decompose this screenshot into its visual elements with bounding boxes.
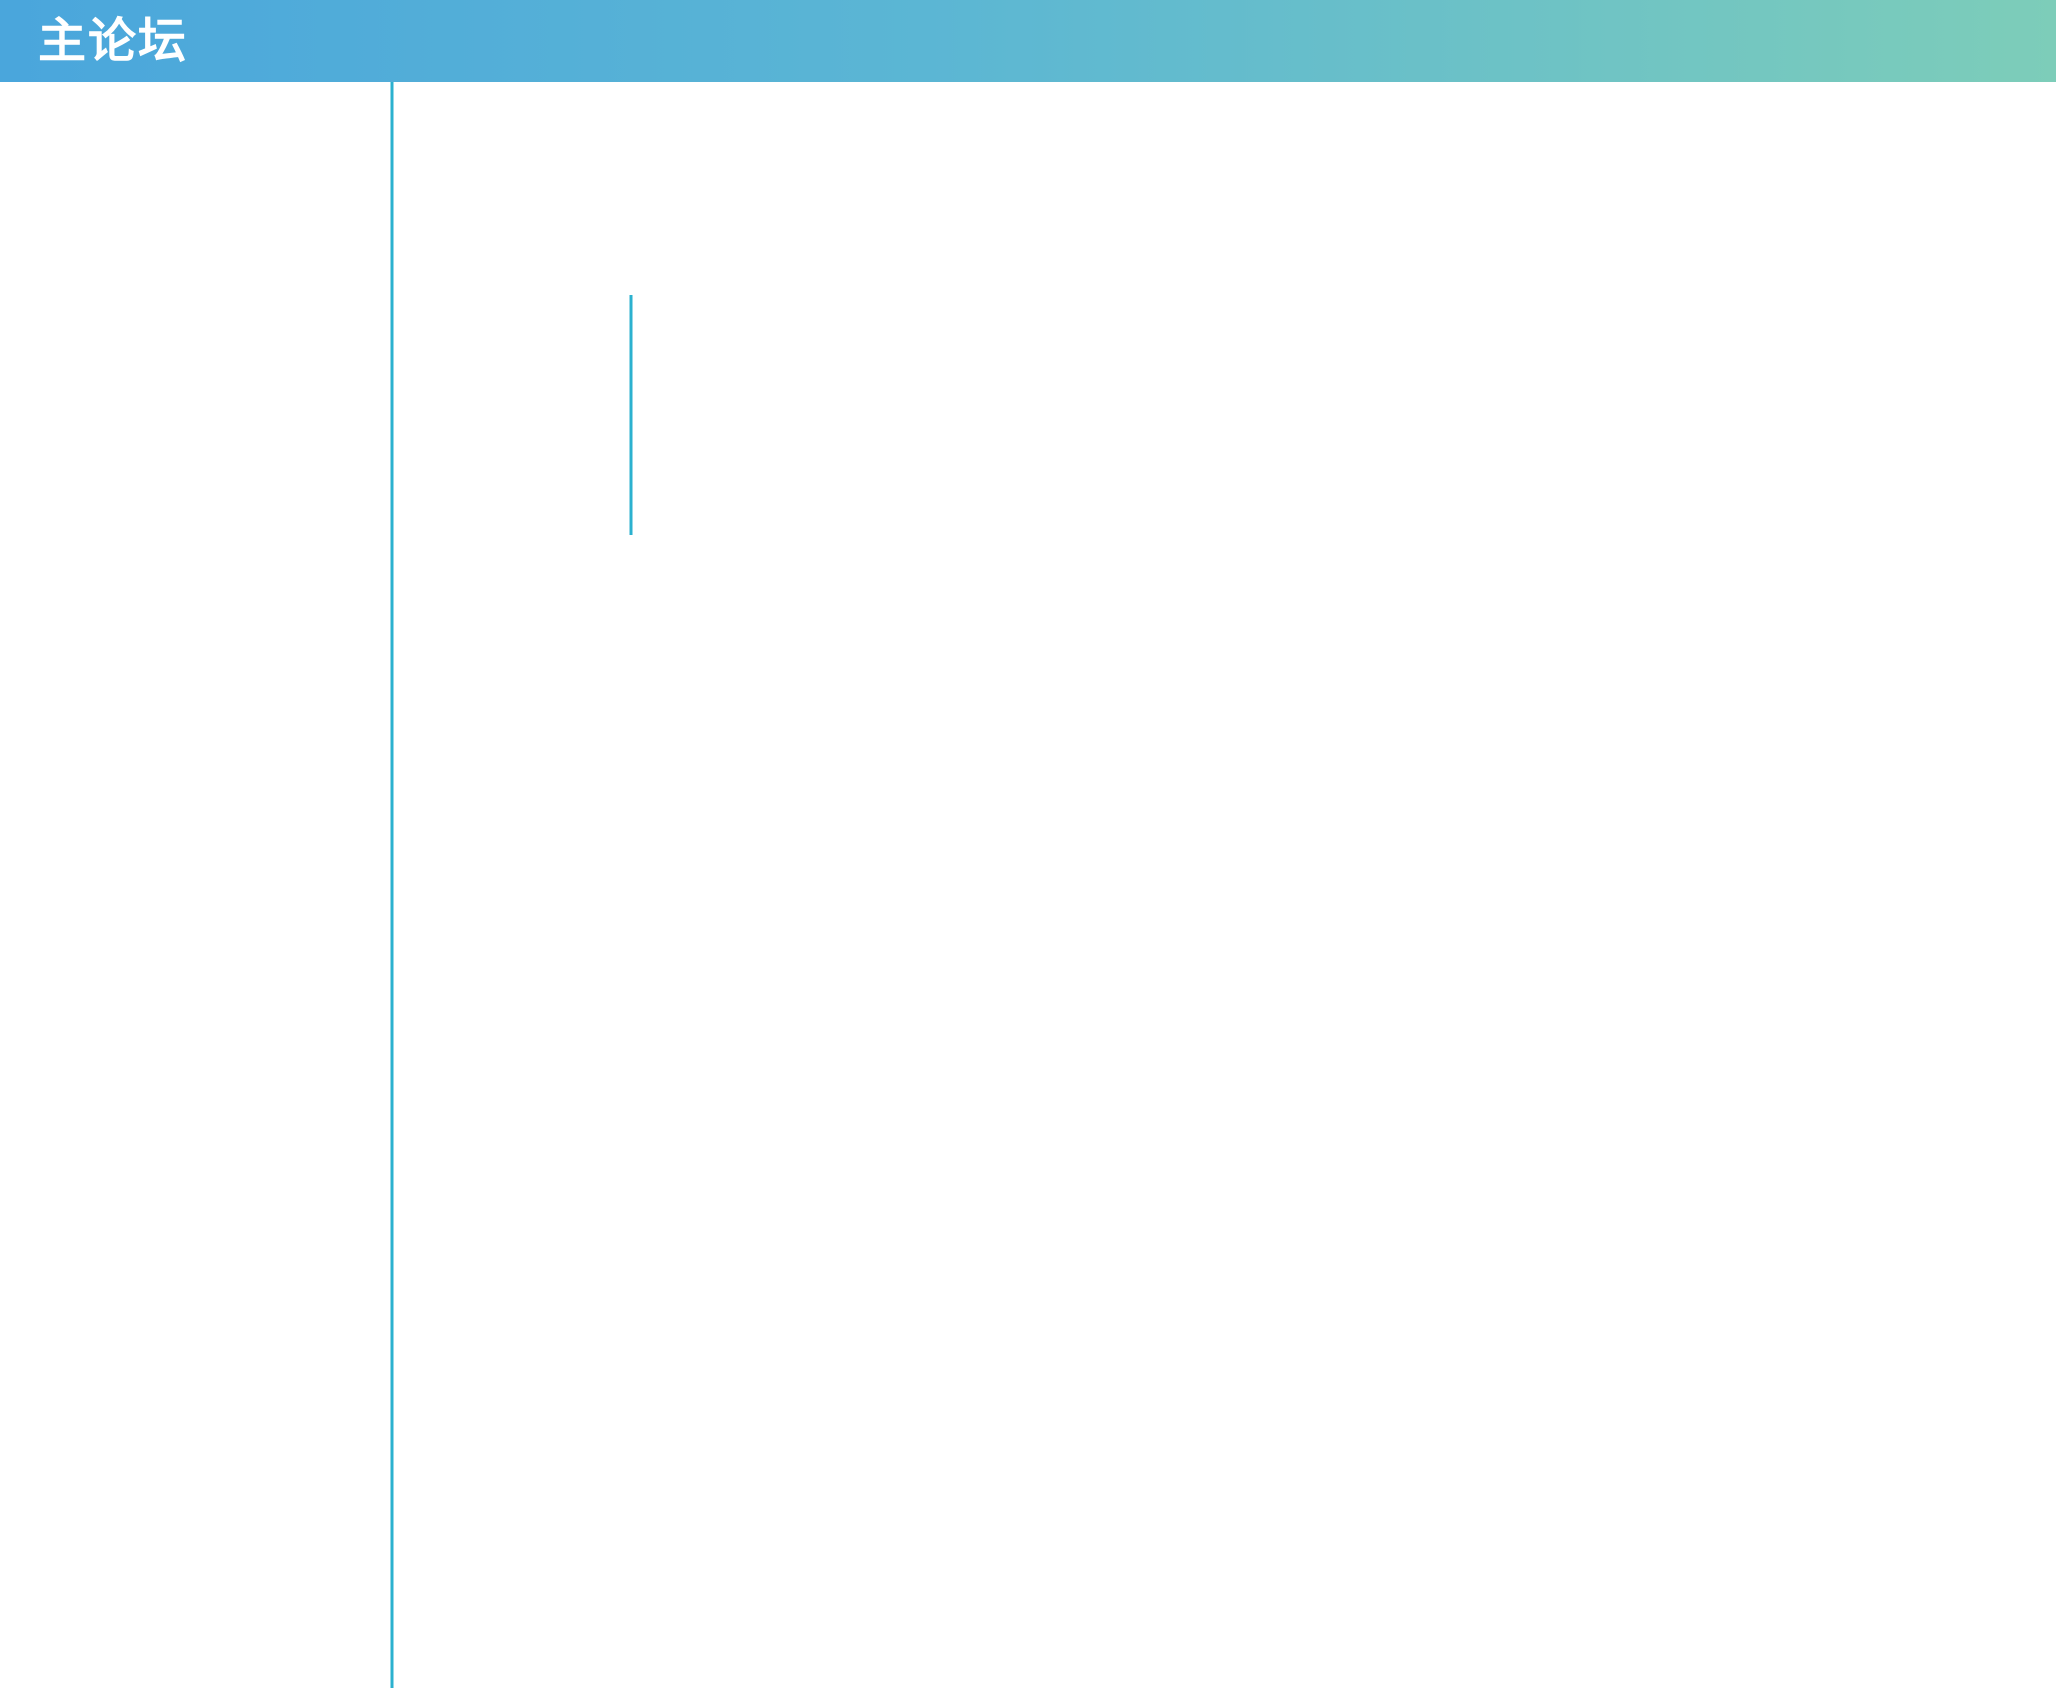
- section-header-bar: 主论坛: [0, 0, 2056, 82]
- section-title: 主论坛: [38, 13, 189, 69]
